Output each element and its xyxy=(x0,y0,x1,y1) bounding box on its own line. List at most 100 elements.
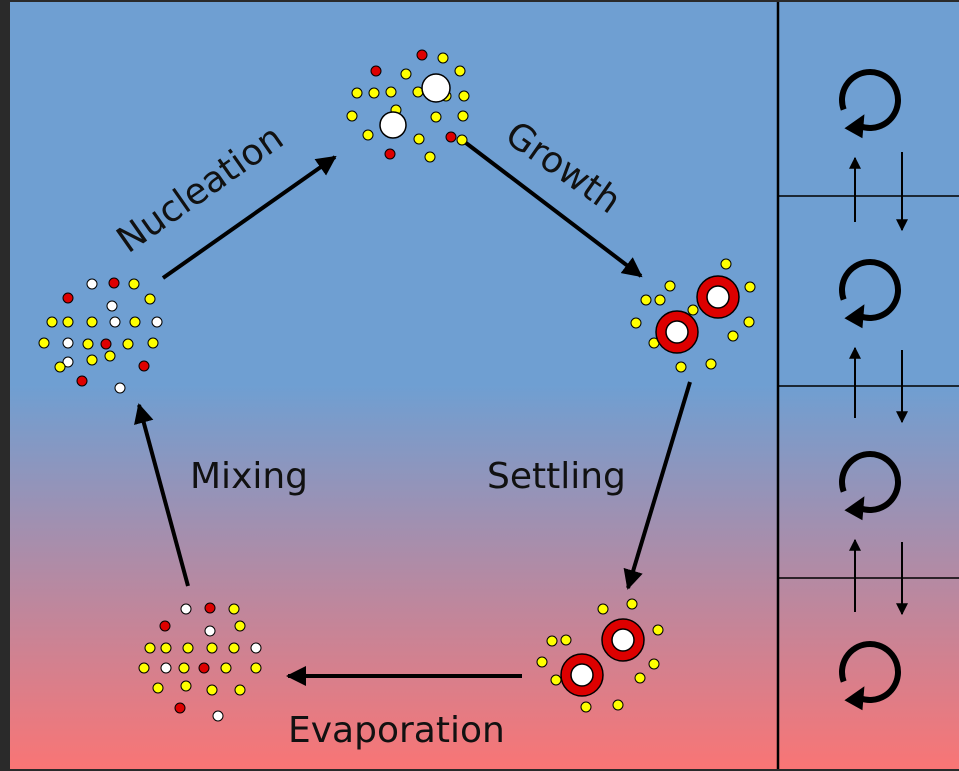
aerosol-particle xyxy=(250,642,262,654)
aerosol-particle xyxy=(705,358,717,370)
aerosol-particle xyxy=(159,620,171,632)
arrow-settling xyxy=(623,381,692,590)
aerosol-particle xyxy=(178,662,190,674)
aerosol-cluster-mixed xyxy=(38,277,163,394)
clockwise-refresh-icon xyxy=(839,641,901,711)
aerosol-particle xyxy=(174,702,186,714)
aerosol-particle xyxy=(62,356,74,368)
aerosol-particle xyxy=(151,316,163,328)
droplet-core xyxy=(706,285,730,309)
aerosol-particle xyxy=(206,642,218,654)
aerosol-particle xyxy=(206,684,218,696)
aerosol-particle xyxy=(180,603,192,615)
aerosol-particle xyxy=(129,316,141,328)
aerosol-particle xyxy=(626,598,638,610)
clockwise-refresh-icon xyxy=(839,259,901,329)
label-settling: Settling xyxy=(487,456,626,497)
aerosol-particle xyxy=(86,354,98,366)
aerosol-particle xyxy=(413,133,425,145)
arrow-growth xyxy=(464,141,643,278)
aerosol-particle xyxy=(62,316,74,328)
aerosol-particle xyxy=(456,134,468,146)
aerosol-particle xyxy=(652,624,664,636)
aerosol-particle xyxy=(400,68,412,80)
aerosol-particle xyxy=(250,662,262,674)
aerosol-particle xyxy=(664,280,676,292)
aerosol-particle xyxy=(106,300,118,312)
label-evaporation: Evaporation xyxy=(288,710,505,751)
aerosol-particle xyxy=(152,682,164,694)
clockwise-refresh-icon xyxy=(839,451,901,521)
aerosol-particle xyxy=(86,316,98,328)
aerosol-particle xyxy=(160,642,172,654)
droplet-core xyxy=(611,628,635,652)
aerosol-particle xyxy=(82,338,94,350)
aerosol-particle xyxy=(368,87,380,99)
aerosol-particle xyxy=(720,258,732,270)
aerosol-particle xyxy=(648,658,660,670)
aerosol-particle xyxy=(160,662,172,674)
aerosol-particle xyxy=(362,129,374,141)
aerosol-particle xyxy=(351,87,363,99)
aerosol-particle xyxy=(654,294,666,306)
aerosol-particle xyxy=(550,674,562,686)
aerosol-particle xyxy=(634,672,646,684)
aerosol-particle xyxy=(546,635,558,647)
aerosol-particle xyxy=(62,292,74,304)
aerosol-particle xyxy=(228,642,240,654)
aerosol-particle xyxy=(384,148,396,160)
aerosol-particle xyxy=(62,337,74,349)
aerosol-particle xyxy=(114,382,126,394)
aerosol-particle xyxy=(122,338,134,350)
aerosol-particle xyxy=(234,684,246,696)
aerosol-particle xyxy=(76,375,88,387)
aerosol-cluster-evaporated xyxy=(138,602,262,722)
aerosol-particle xyxy=(144,642,156,654)
aerosol-particle xyxy=(597,603,609,615)
nucleus-droplet xyxy=(421,73,451,103)
aerosol-particle xyxy=(454,65,466,77)
up-down-arrows-icon-3 xyxy=(849,538,908,616)
aerosol-particle xyxy=(458,90,470,102)
aerosol-particle xyxy=(580,701,592,713)
aerosol-particle xyxy=(100,338,112,350)
up-down-arrows-icon-2 xyxy=(849,346,908,424)
aerosol-particle xyxy=(86,278,98,290)
aerosol-particle xyxy=(640,294,652,306)
aerosol-cluster-nucleating xyxy=(346,49,470,163)
aerosol-particle xyxy=(204,625,216,637)
aerosol-particle xyxy=(744,281,756,293)
aerosol-particle xyxy=(560,634,572,646)
aerosol-particle xyxy=(234,620,246,632)
nucleus-droplet xyxy=(379,111,407,139)
aerosol-particle xyxy=(675,361,687,373)
up-down-arrows-icon-1 xyxy=(849,152,908,232)
aerosol-particle xyxy=(630,317,642,329)
aerosol-particle xyxy=(437,52,449,64)
aerosol-particle xyxy=(38,337,50,349)
aerosol-particle xyxy=(536,656,548,668)
aerosol-particle xyxy=(687,304,699,316)
aerosol-particle xyxy=(46,316,58,328)
aerosol-particle xyxy=(424,151,436,163)
aerosol-particle xyxy=(457,110,469,122)
aerosol-particle xyxy=(204,602,216,614)
aerosol-particle xyxy=(198,662,210,674)
droplet-core xyxy=(665,320,689,344)
aerosol-particle xyxy=(743,316,755,328)
aerosol-particle xyxy=(228,603,240,615)
aerosol-particle xyxy=(108,277,120,289)
aerosol-particle xyxy=(612,699,624,711)
aerosol-particle xyxy=(370,65,382,77)
aerosol-particle xyxy=(180,680,192,692)
aerosol-particle xyxy=(430,111,442,123)
aerosol-particle xyxy=(445,131,457,143)
aerosol-particle xyxy=(138,662,150,674)
aerosol-particle xyxy=(109,316,121,328)
droplet-cluster-settling xyxy=(536,598,664,713)
droplet-cluster-growing xyxy=(630,258,756,373)
aerosol-particle xyxy=(128,278,140,290)
arrow-nucleation xyxy=(161,155,337,280)
